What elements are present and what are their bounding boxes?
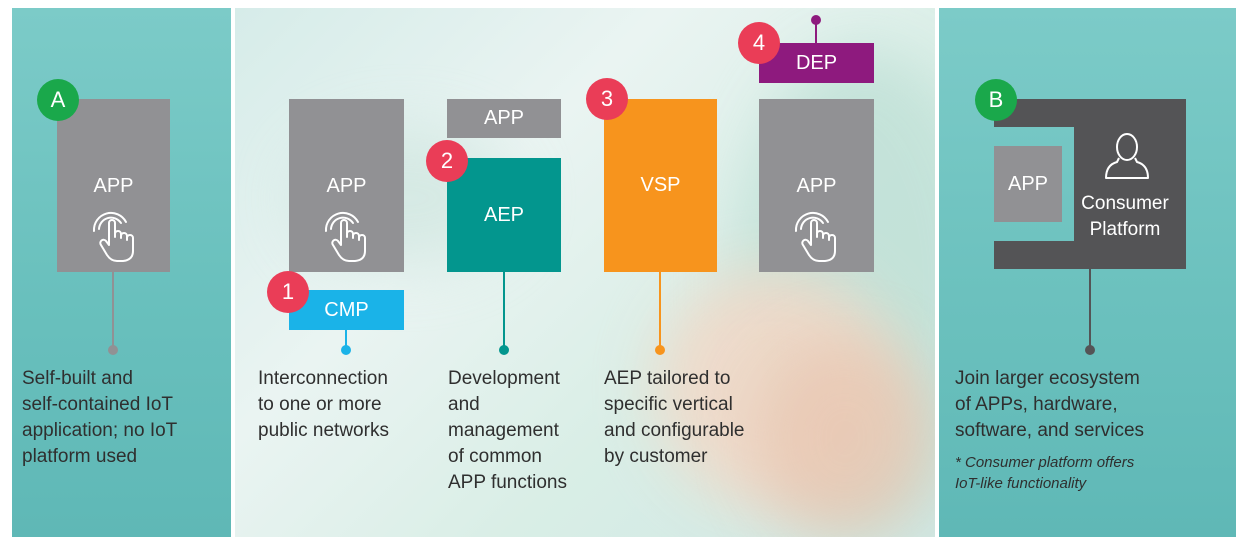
app-box-4: APP (759, 99, 874, 272)
connector-a (112, 272, 114, 348)
connector-dot-2 (499, 345, 509, 355)
aep-box: AEP (447, 158, 561, 272)
connector-dot-3 (655, 345, 665, 355)
background-hand-blur-2 (755, 338, 935, 537)
connector-dot-a (108, 345, 118, 355)
panel-platforms (235, 8, 935, 537)
connector-2 (503, 272, 505, 348)
app-label-1: APP (326, 175, 367, 197)
app-box-b: APP (994, 146, 1062, 222)
app-box-a: APP (57, 99, 170, 272)
app-box-2: APP (447, 99, 561, 138)
connector-1 (345, 330, 347, 348)
description-3: AEP tailored to specific vertical and co… (604, 368, 745, 467)
app-box-1: APP (289, 99, 404, 272)
badge-b: B (975, 79, 1017, 121)
touch-hand-icon (324, 211, 366, 262)
badge-3: 3 (586, 78, 628, 120)
description-1: Interconnection to one or more public ne… (258, 368, 389, 441)
consumer-platform-box (994, 99, 1186, 269)
touch-hand-icon (92, 211, 134, 262)
badge-1: 1 (267, 271, 309, 313)
app-label-4: APP (796, 175, 837, 197)
app-label-a: APP (93, 175, 134, 197)
connector-dot-b (1085, 345, 1095, 355)
touch-hand-icon (794, 211, 836, 262)
description-b: Join larger ecosystem of APPs, hardware,… (955, 368, 1145, 441)
badge-4: 4 (738, 22, 780, 64)
vsp-box: VSP (604, 99, 717, 272)
connector-b (1089, 269, 1091, 348)
description-2: Development and management of common APP… (448, 368, 568, 493)
badge-2: 2 (426, 140, 468, 182)
consumer-platform-label: Consumer Platform (1081, 193, 1169, 240)
consumer-platform-note: * Consumer platform offers IoT-like func… (955, 454, 1135, 492)
description-a: Self-built and self-contained IoT applic… (22, 368, 178, 467)
connector-3 (659, 272, 661, 348)
connector-dot-1 (341, 345, 351, 355)
connector-dot-4 (811, 15, 821, 25)
badge-a: A (37, 79, 79, 121)
connector-4 (815, 22, 817, 44)
user-icon (1105, 133, 1149, 179)
